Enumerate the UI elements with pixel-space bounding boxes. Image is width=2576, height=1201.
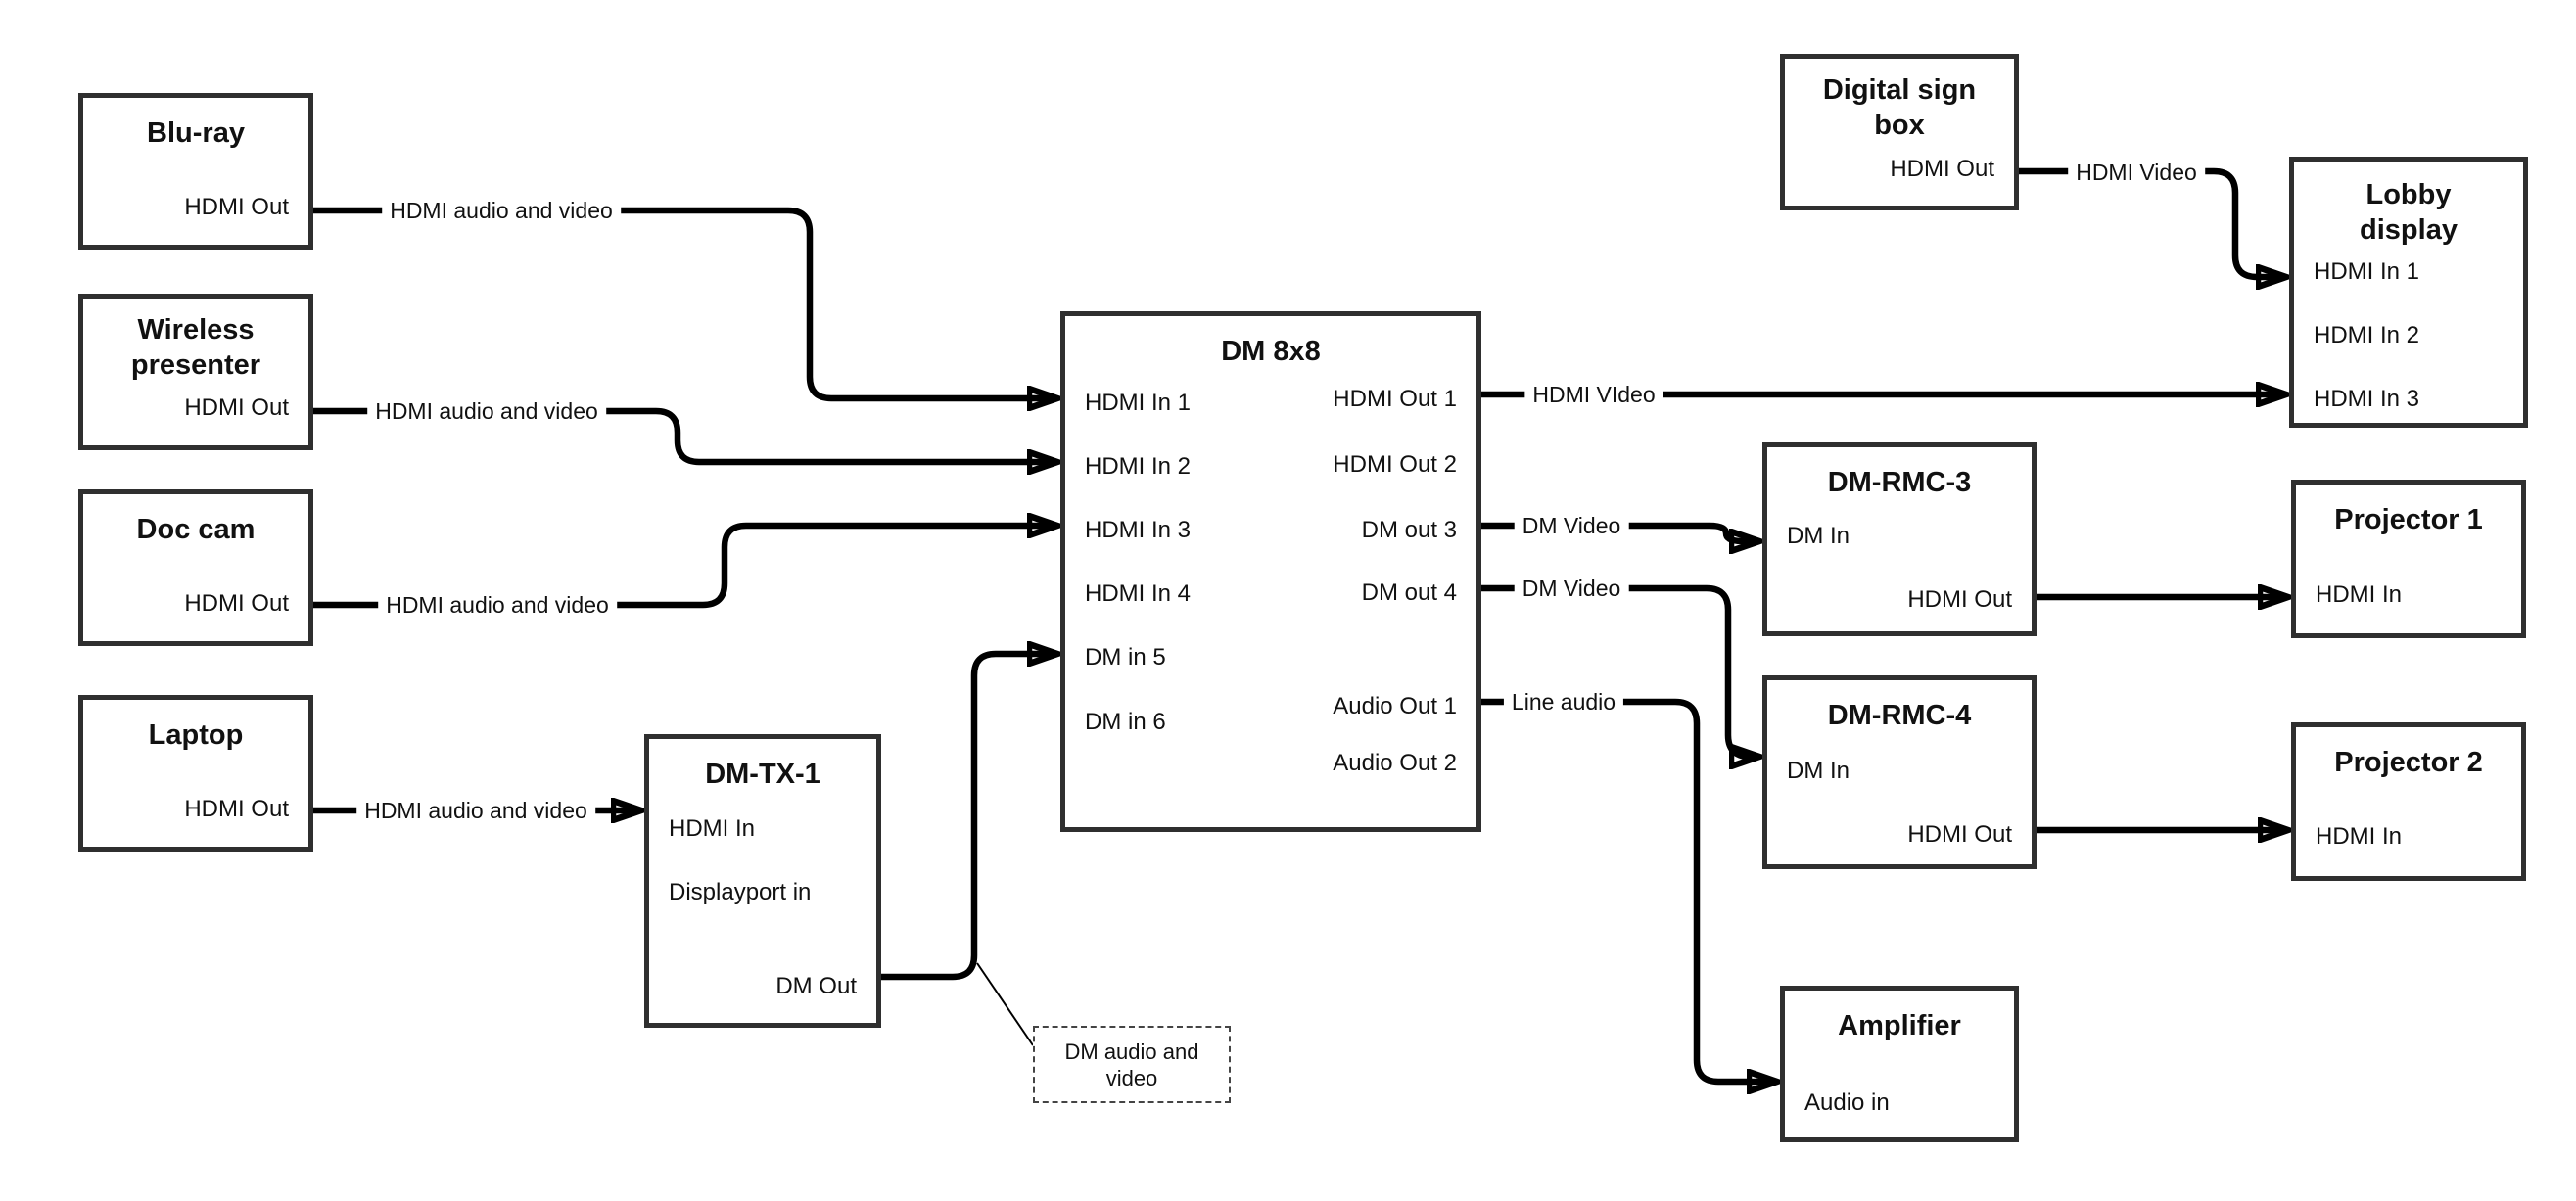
edge-label-blu-ray-hdmi-av: HDMI audio and video [382, 196, 621, 225]
port-lobby-hdmi-in-1: HDMI In 1 [2314, 258, 2420, 285]
port-lobby-hdmi-in-3: HDMI In 3 [2314, 386, 2420, 412]
node-amplifier-title: Amplifier [1838, 1010, 1961, 1041]
port-dm8x8-hdmi-out-2: HDMI Out 2 [1333, 451, 1457, 478]
note-dm-audio-video: DM audio and video [1033, 1026, 1231, 1103]
node-doc-cam-title: Doc cam [136, 514, 256, 545]
node-projector-2-title: Projector 2 [2334, 747, 2483, 778]
port-dm8x8-hdmi-in-4: HDMI In 4 [1085, 580, 1192, 607]
port-dm8x8-dm-out-3: DM out 3 [1361, 517, 1457, 543]
edge-label-laptop-hdmi-av: HDMI audio and video [356, 796, 595, 825]
port-dm8x8-dm-in-6: DM in 6 [1085, 709, 1166, 735]
node-laptop: Laptop HDMI Out [78, 695, 313, 852]
port-dm8x8-hdmi-out-1: HDMI Out 1 [1333, 386, 1457, 412]
node-projector-1: Projector 1 HDMI In [2291, 480, 2526, 638]
port-dm8x8-audio-out-2: Audio Out 2 [1333, 750, 1457, 776]
node-digital-sign-box: Digital sign box HDMI Out [1780, 54, 2019, 210]
port-dm8x8-dm-in-5: DM in 5 [1085, 644, 1166, 670]
port-projector-1-hdmi-in: HDMI In [2316, 581, 2403, 608]
port-dm8x8-hdmi-in-2: HDMI In 2 [1085, 453, 1192, 480]
node-dm-tx-1: DM-TX-1 HDMI In Displayport in DM Out [644, 734, 881, 1028]
port-wireless-hdmi-out: HDMI Out [184, 394, 289, 421]
node-doc-cam: Doc cam HDMI Out [78, 489, 313, 646]
port-blu-ray-hdmi-out: HDMI Out [184, 194, 289, 220]
edge-label-dm-video-out4: DM Video [1514, 574, 1629, 603]
port-dm-tx-1-displayport-in: Displayport in [669, 879, 812, 905]
node-laptop-title: Laptop [148, 719, 244, 751]
port-dm-tx-1-hdmi-in: HDMI In [669, 815, 756, 842]
edge-label-hdmi-video-out1: HDMI VIdeo [1524, 380, 1663, 409]
node-dm-rmc-4: DM-RMC-4 DM In HDMI Out [1762, 675, 2037, 869]
node-projector-1-title: Projector 1 [2334, 504, 2483, 535]
edge-label-wireless-hdmi-av: HDMI audio and video [367, 396, 606, 426]
node-blu-ray-title: Blu-ray [147, 117, 245, 149]
edge-doc-cam-to-dm8x8-in3 [313, 526, 1057, 609]
port-amplifier-audio-in: Audio in [1804, 1089, 1890, 1116]
port-lobby-hdmi-in-2: HDMI In 2 [2314, 322, 2420, 348]
node-dm-rmc-3-title: DM-RMC-3 [1827, 467, 1972, 498]
node-wireless-presenter: Wireless presenter HDMI Out [78, 294, 313, 450]
port-dm8x8-hdmi-in-1: HDMI In 1 [1085, 390, 1192, 416]
port-digital-sign-hdmi-out: HDMI Out [1890, 156, 1994, 182]
node-lobby-display-title: Lobby display [2360, 179, 2458, 246]
node-dm-8x8: DM 8x8 HDMI In 1 HDMI In 2 HDMI In 3 HDM… [1060, 311, 1481, 832]
note-leader-line [976, 962, 1034, 1046]
port-laptop-hdmi-out: HDMI Out [184, 796, 289, 822]
port-dm-tx-1-dm-out: DM Out [775, 973, 857, 999]
port-dm-rmc-3-hdmi-out: HDMI Out [1907, 586, 2012, 613]
node-dm-rmc-3: DM-RMC-3 DM In HDMI Out [1762, 442, 2037, 636]
node-amplifier: Amplifier Audio in [1780, 986, 2019, 1142]
port-projector-2-hdmi-in: HDMI In [2316, 823, 2403, 850]
port-dm8x8-hdmi-in-3: HDMI In 3 [1085, 517, 1192, 543]
node-lobby-display: Lobby display HDMI In 1 HDMI In 2 HDMI I… [2289, 157, 2528, 428]
edge-digital-sign-to-lobby-in1 [2019, 167, 2286, 277]
edge-blu-ray-to-dm8x8-in1 [313, 207, 1057, 398]
node-dm-tx-1-title: DM-TX-1 [705, 759, 820, 790]
edge-dm8x8-audio1-to-amplifier [1481, 698, 1777, 1082]
edge-dm8x8-out4-to-rmc4-dm-in [1481, 584, 1759, 757]
edge-label-doc-cam-hdmi-av: HDMI audio and video [378, 590, 617, 620]
edge-dmtx1-to-dm8x8-dm-in5 [881, 654, 1057, 981]
node-digital-sign-box-title: Digital sign box [1822, 74, 1977, 141]
edge-label-hdmi-video-sign: HDMI Video [2068, 158, 2205, 187]
edge-label-line-audio: Line audio [1503, 687, 1624, 716]
port-dm-rmc-4-hdmi-out: HDMI Out [1907, 821, 2012, 848]
port-dm8x8-dm-out-4: DM out 4 [1361, 579, 1457, 606]
port-dm-rmc-4-dm-in: DM In [1787, 758, 1850, 784]
node-dm-8x8-title: DM 8x8 [1221, 336, 1321, 367]
node-projector-2: Projector 2 HDMI In [2291, 722, 2526, 881]
edge-wireless-to-dm8x8-in2 [313, 407, 1057, 462]
edge-label-dm-video-out3: DM Video [1514, 511, 1629, 540]
port-dm8x8-audio-out-1: Audio Out 1 [1333, 693, 1457, 719]
port-doc-cam-hdmi-out: HDMI Out [184, 590, 289, 617]
node-wireless-presenter-title: Wireless presenter [130, 314, 261, 381]
port-dm-rmc-3-dm-in: DM In [1787, 523, 1850, 549]
edge-dm8x8-out3-to-rmc3-dm-in [1481, 522, 1759, 541]
node-blu-ray: Blu-ray HDMI Out [78, 93, 313, 250]
node-dm-rmc-4-title: DM-RMC-4 [1827, 700, 1972, 731]
